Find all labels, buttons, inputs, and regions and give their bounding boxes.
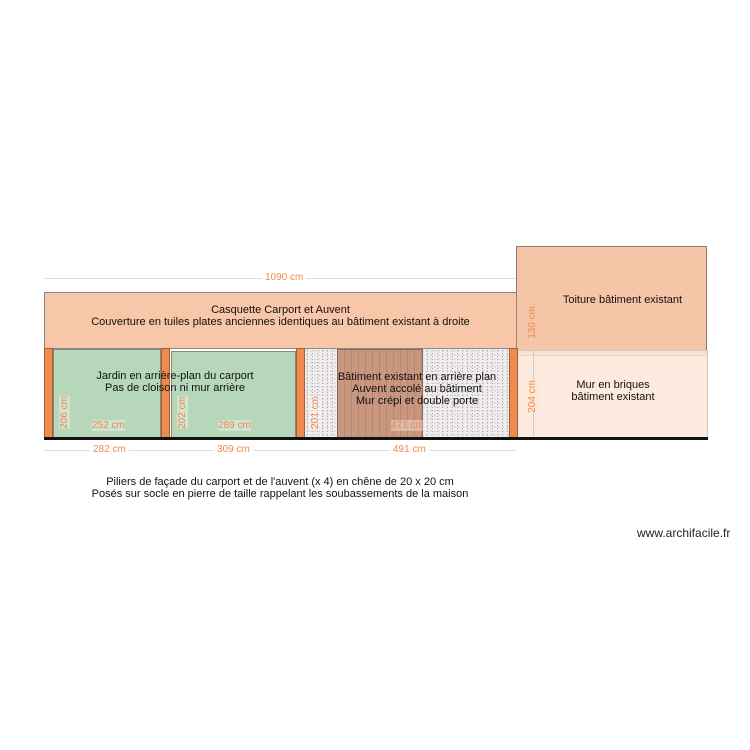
dimension-right-inner: 289 cm bbox=[218, 420, 251, 431]
garden-line2: Pas de cloison ni mur arrière bbox=[104, 382, 245, 394]
dimension-right-bay: 309 cm bbox=[214, 444, 253, 455]
brick-wall-line2: bâtiment existant bbox=[571, 391, 655, 403]
dimension-total: 1090 cm bbox=[262, 272, 307, 283]
casquette-title: Casquette Carport et Auvent bbox=[211, 304, 350, 316]
brick-wall-line1: Mur en briques bbox=[576, 379, 650, 391]
note-line1: Piliers de façade du carport et de l'auv… bbox=[106, 476, 454, 488]
note-line2: Posés sur socle en pierre de taille rapp… bbox=[91, 488, 469, 500]
ground-line bbox=[44, 437, 708, 440]
notes: Piliers de façade du carport et de l'auv… bbox=[40, 476, 520, 500]
dimension-left-inner: 252 cm bbox=[92, 420, 125, 431]
double-door bbox=[337, 349, 423, 438]
casquette-roof bbox=[44, 292, 517, 349]
dimension-wall-height: 204 cm bbox=[527, 380, 538, 413]
dimension-auvent-inner: 471 cm bbox=[391, 420, 424, 431]
dimension-line-roof bbox=[533, 296, 534, 436]
dimension-left-bay: 282 cm bbox=[90, 444, 129, 455]
dimension-auvent-bay: 491 cm bbox=[390, 444, 429, 455]
brick-wall bbox=[516, 350, 708, 438]
building-line3: Mur crépi et double porte bbox=[355, 395, 479, 407]
casquette-desc: Couverture en tuiles plates anciennes id… bbox=[91, 316, 470, 328]
dimension-roof-height: 130 cm bbox=[527, 306, 538, 339]
building-line2: Auvent accolé au bâtiment bbox=[352, 383, 482, 395]
pillar bbox=[509, 348, 518, 438]
pillar bbox=[296, 348, 305, 438]
dimension-line-bottom bbox=[44, 450, 516, 451]
existing-roof-label: Toiture bâtiment existant bbox=[562, 294, 683, 306]
dimension-left-height: 206 cm bbox=[59, 396, 70, 429]
pillar bbox=[44, 348, 53, 438]
dimension-right-height: 202 cm bbox=[177, 396, 188, 429]
building-line1: Bâtiment existant en arrière plan bbox=[337, 371, 497, 383]
watermark: www.archifacile.fr bbox=[637, 526, 731, 540]
garden-line1: Jardin en arrière-plan du carport bbox=[96, 370, 254, 382]
garden-left bbox=[53, 349, 161, 438]
dimension-auvent-height: 201 cm bbox=[310, 396, 321, 429]
